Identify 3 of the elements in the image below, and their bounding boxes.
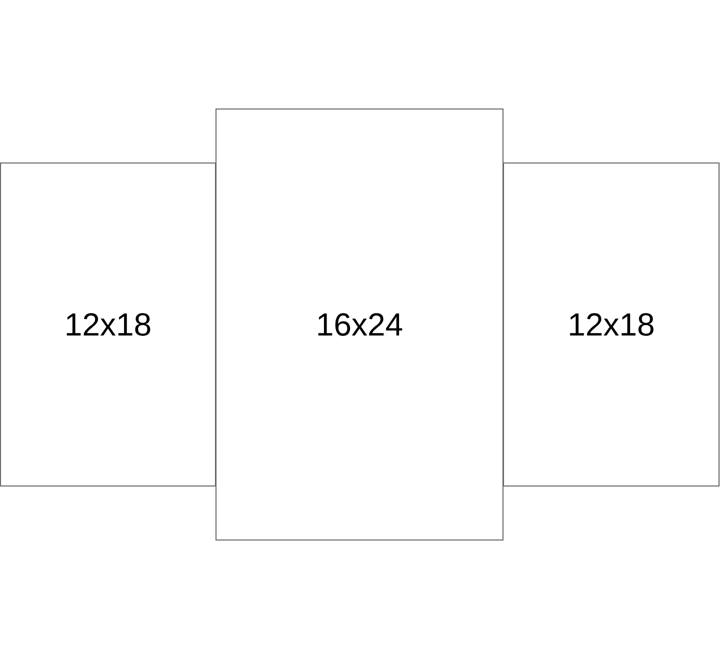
panel-box: 12x18: [503, 162, 720, 486]
panel-box: 16x24: [216, 108, 504, 540]
panel-box: 12x18: [0, 162, 216, 486]
